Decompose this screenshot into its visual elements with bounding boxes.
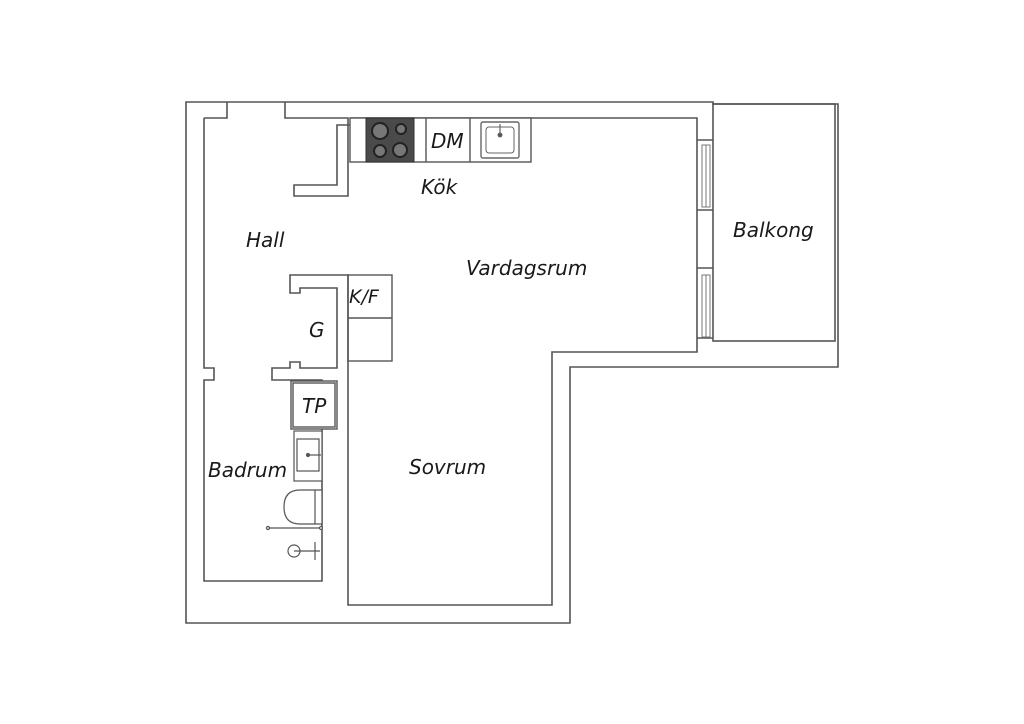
fridge-freezer bbox=[347, 274, 393, 362]
label-bathroom: Badrum bbox=[208, 458, 288, 482]
label-washing-machine: TP bbox=[302, 394, 327, 418]
outer-wall bbox=[185, 101, 839, 624]
balcony-wall bbox=[712, 103, 836, 342]
washing-machine bbox=[290, 380, 338, 430]
sink-icon bbox=[480, 121, 520, 159]
label-dishwasher: DM bbox=[431, 129, 464, 153]
toilet-icon bbox=[283, 489, 323, 525]
label-hall: Hall bbox=[246, 228, 285, 252]
hall-inner-wall bbox=[204, 102, 350, 197]
windows bbox=[701, 144, 711, 338]
washbasin-icon bbox=[293, 430, 323, 482]
stove-icon bbox=[365, 117, 415, 163]
label-wardrobe: G bbox=[309, 318, 325, 342]
window-frames bbox=[697, 139, 713, 339]
walls bbox=[185, 101, 839, 624]
label-living-room: Vardagsrum bbox=[466, 256, 588, 280]
shower-icon bbox=[265, 525, 324, 560]
interior-wall bbox=[203, 117, 698, 606]
label-fridge-freezer: K/F bbox=[349, 286, 379, 308]
label-bedroom: Sovrum bbox=[409, 455, 487, 479]
label-kitchen: Kök bbox=[421, 175, 458, 199]
label-balcony: Balkong bbox=[733, 218, 814, 242]
